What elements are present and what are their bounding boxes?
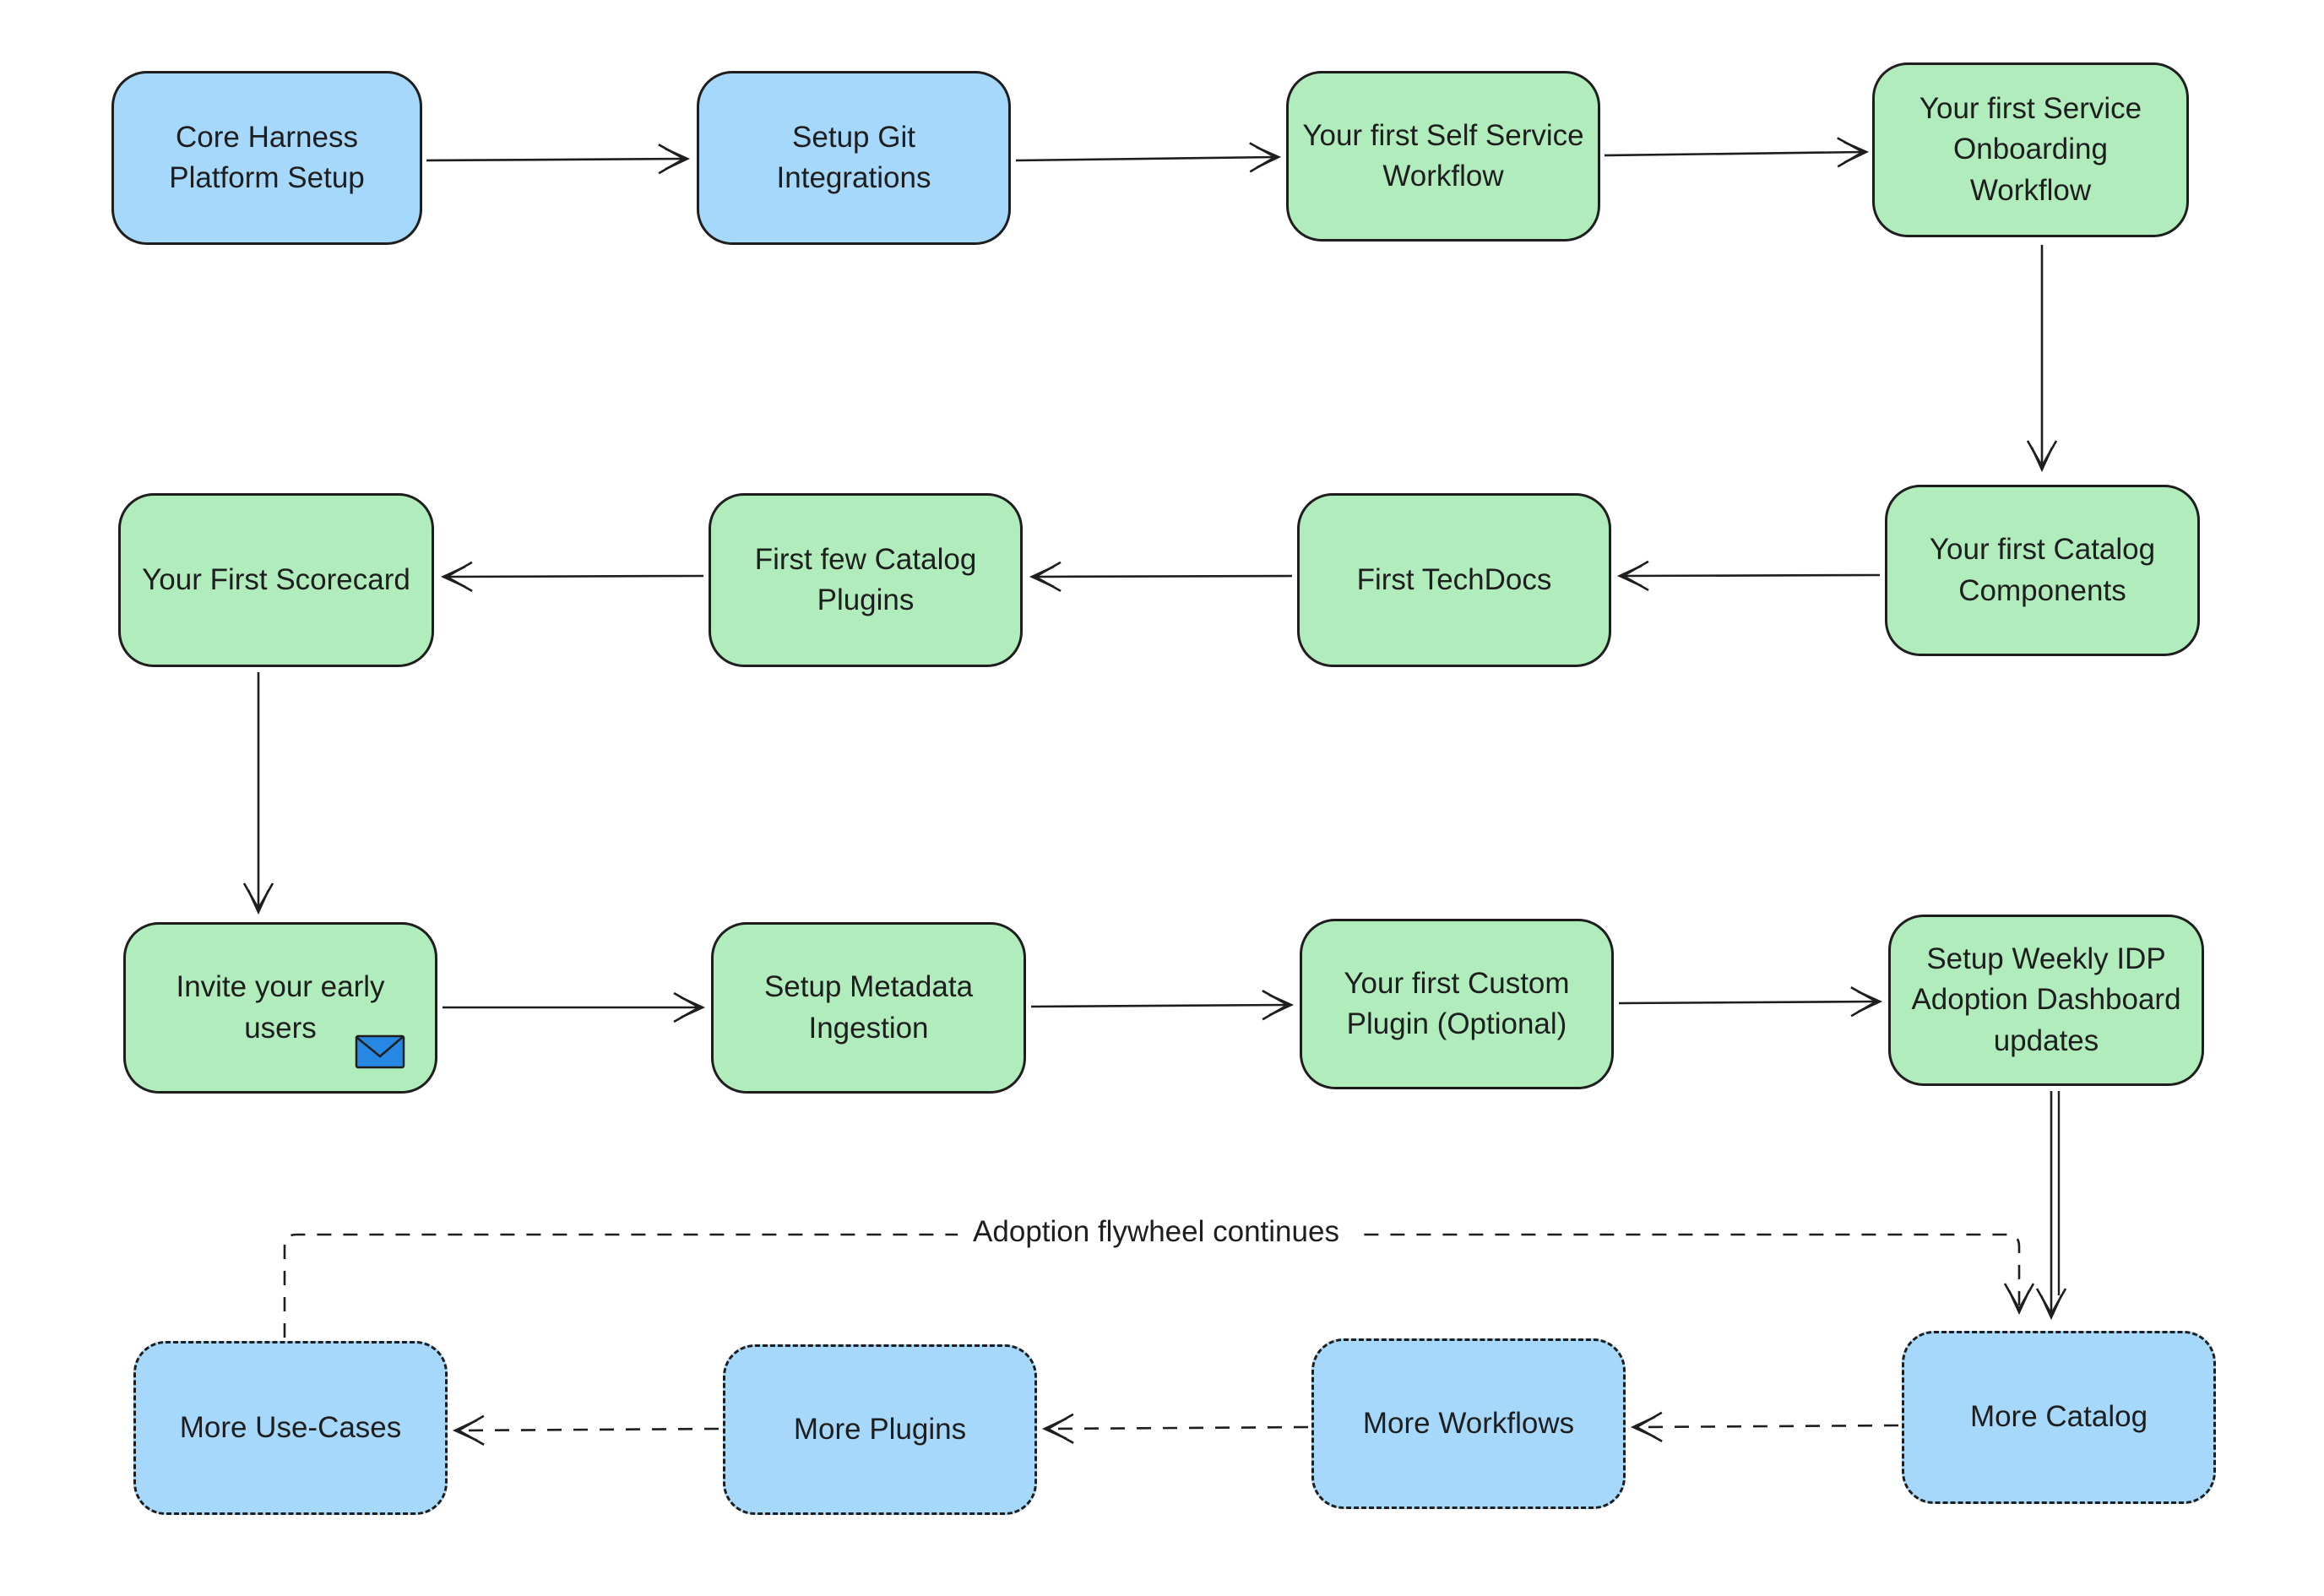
node-core-harness-platform-setup[interactable]: Core Harness Platform Setup [111,71,422,245]
node-label: Setup Weekly IDP Adoption Dashboard upda… [1911,942,2181,1057]
arrow-git-to-self-service [1015,142,1282,173]
arrow-self-service-to-onboarding [1604,137,1870,168]
envelope-icon [355,1034,405,1069]
node-first-custom-plugin[interactable]: Your first Custom Plugin (Optional) [1300,919,1614,1089]
node-label: Setup Metadata Ingestion [763,970,974,1045]
node-your-first-scorecard[interactable]: Your First Scorecard [118,493,434,667]
node-more-plugins[interactable]: More Plugins [723,1344,1037,1515]
node-label: First TechDocs [1356,562,1552,596]
arrow-flywheel-loop [283,1233,2035,1338]
node-label: Your first Custom Plugin (Optional) [1344,966,1570,1040]
arrow-catalog-plugins-to-scorecard [440,561,704,593]
node-first-catalog-components[interactable]: Your first Catalog Components [1885,485,2200,656]
arrow-catalog-components-to-techdocs [1616,560,1881,592]
node-label: More Catalog [1969,1400,2148,1434]
node-label: More Workflows [1362,1406,1575,1440]
arrow-metadata-to-custom-plugin [1030,990,1295,1021]
node-invite-your-early-users[interactable]: Invite your early users [123,922,437,1094]
node-setup-git-integrations[interactable]: Setup Git Integrations [697,71,1011,245]
arrow-core-to-git [426,144,691,175]
node-more-catalog[interactable]: More Catalog [1902,1331,2216,1504]
node-first-service-onboarding-workflow[interactable]: Your first Service Onboarding Workflow [1872,62,2189,237]
arrow-more-catalog-to-more-workflows [1630,1411,1899,1442]
node-setup-metadata-ingestion[interactable]: Setup Metadata Ingestion [711,922,1026,1094]
flywheel-label: Adoption flywheel continues [958,1213,1355,1251]
node-more-use-cases[interactable]: More Use-Cases [133,1341,448,1515]
node-label: More Use-Cases [179,1410,402,1444]
node-label: First few Catalog Plugins [754,542,977,616]
node-label: Your First Scorecard [142,562,410,596]
node-first-few-catalog-plugins[interactable]: First few Catalog Plugins [709,493,1023,667]
node-label: Invite your early users [176,970,385,1045]
node-more-workflows[interactable]: More Workflows [1311,1338,1626,1509]
node-first-techdocs[interactable]: First TechDocs [1297,493,1611,667]
arrow-custom-plugin-to-dashboard [1618,986,1883,1018]
node-first-self-service-workflow[interactable]: Your first Self Service Workflow [1286,71,1600,242]
arrow-more-plugins-to-more-use-cases [452,1414,719,1446]
node-setup-weekly-idp-dashboard[interactable]: Setup Weekly IDP Adoption Dashboard upda… [1888,915,2204,1086]
node-label: Core Harness Platform Setup [169,120,365,194]
node-label: Your first Service Onboarding Workflow [1919,92,2142,207]
node-label: Your first Self Service Workflow [1302,118,1584,193]
node-label: Your first Catalog Components [1929,533,2156,607]
node-label: Setup Git Integrations [776,120,931,194]
node-label: More Plugins [793,1412,967,1446]
arrow-techdocs-to-catalog-plugins [1029,561,1293,593]
arrow-more-workflows-to-more-plugins [1041,1413,1309,1444]
